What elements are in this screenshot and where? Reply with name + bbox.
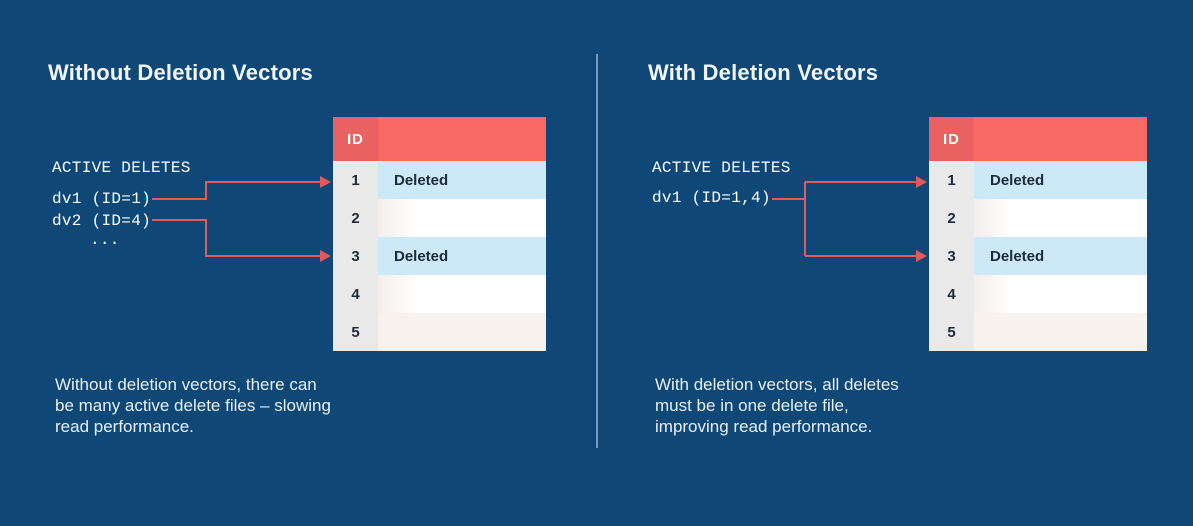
caption-without-dv: Without deletion vectors, there can be m… xyxy=(55,374,331,437)
table-row: 3 Deleted xyxy=(333,237,546,275)
table-row: 1 Deleted xyxy=(333,161,546,199)
row-status-cell xyxy=(378,275,546,313)
dv1-fork-row3-arrowhead-icon xyxy=(916,250,927,262)
row-status-cell: Deleted xyxy=(974,237,1147,275)
delete-file-dv2-left: dv2 (ID=4) xyxy=(52,212,152,230)
active-deletes-label-left: ACTIVE DELETES xyxy=(52,159,191,177)
row-status-cell: Deleted xyxy=(378,161,546,199)
row-id-cell: 3 xyxy=(333,237,378,275)
row-id-cell: 5 xyxy=(929,313,974,351)
panel-title-with-dv: With Deletion Vectors xyxy=(648,60,879,85)
data-table-with-dv: ID 1 Deleted 2 3 Deleted 4 5 xyxy=(929,117,1147,351)
row-status-cell xyxy=(974,313,1147,351)
row-status-cell xyxy=(378,313,546,351)
caption-line: Without deletion vectors, there can xyxy=(55,375,317,394)
dv2-to-row3-connector-line xyxy=(152,219,320,257)
table-header-id: ID xyxy=(333,117,378,161)
row-id-cell: 2 xyxy=(333,199,378,237)
panel-divider xyxy=(596,54,598,448)
table-header-id: ID xyxy=(929,117,974,161)
row-id-cell: 1 xyxy=(929,161,974,199)
table-row: 4 xyxy=(929,275,1147,313)
row-status-cell xyxy=(974,275,1147,313)
table-row: 4 xyxy=(333,275,546,313)
table-row: 5 xyxy=(929,313,1147,351)
row-id-cell: 4 xyxy=(333,275,378,313)
table-header-row: ID xyxy=(333,117,546,161)
row-id-cell: 2 xyxy=(929,199,974,237)
dv1-to-row1-connector-line xyxy=(152,181,320,200)
dv2-to-row3-arrowhead-icon xyxy=(320,250,331,262)
active-deletes-label-right: ACTIVE DELETES xyxy=(652,159,791,177)
caption-line: With deletion vectors, all deletes xyxy=(655,375,899,394)
table-header-row: ID xyxy=(929,117,1147,161)
data-table-without-dv: ID 1 Deleted 2 3 Deleted 4 5 xyxy=(333,117,546,351)
row-id-cell: 1 xyxy=(333,161,378,199)
row-id-cell: 3 xyxy=(929,237,974,275)
caption-line: must be in one delete file, xyxy=(655,396,849,415)
ellipsis-more-files: ... xyxy=(90,231,120,249)
caption-with-dv: With deletion vectors, all deletes must … xyxy=(655,374,899,437)
caption-line: be many active delete files – slowing xyxy=(55,396,331,415)
table-row: 5 xyxy=(333,313,546,351)
table-row: 1 Deleted xyxy=(929,161,1147,199)
dv1-fork-row1-arrowhead-icon xyxy=(916,176,927,188)
dv1-to-row1-arrowhead-icon xyxy=(320,176,331,188)
row-id-cell: 5 xyxy=(333,313,378,351)
row-status-cell: Deleted xyxy=(974,161,1147,199)
panel-title-without-dv: Without Deletion Vectors xyxy=(48,60,313,85)
table-header-spacer xyxy=(378,117,546,161)
row-status-cell: Deleted xyxy=(378,237,546,275)
caption-line: read performance. xyxy=(55,417,194,436)
row-status-cell xyxy=(378,199,546,237)
table-row: 2 xyxy=(929,199,1147,237)
caption-line: improving read performance. xyxy=(655,417,873,436)
table-row: 2 xyxy=(333,199,546,237)
row-id-cell: 4 xyxy=(929,275,974,313)
row-status-cell xyxy=(974,199,1147,237)
table-header-spacer xyxy=(974,117,1147,161)
delete-file-dv1-right: dv1 (ID=1,4) xyxy=(652,189,771,207)
table-row: 3 Deleted xyxy=(929,237,1147,275)
delete-file-dv1-left: dv1 (ID=1) xyxy=(52,190,152,208)
